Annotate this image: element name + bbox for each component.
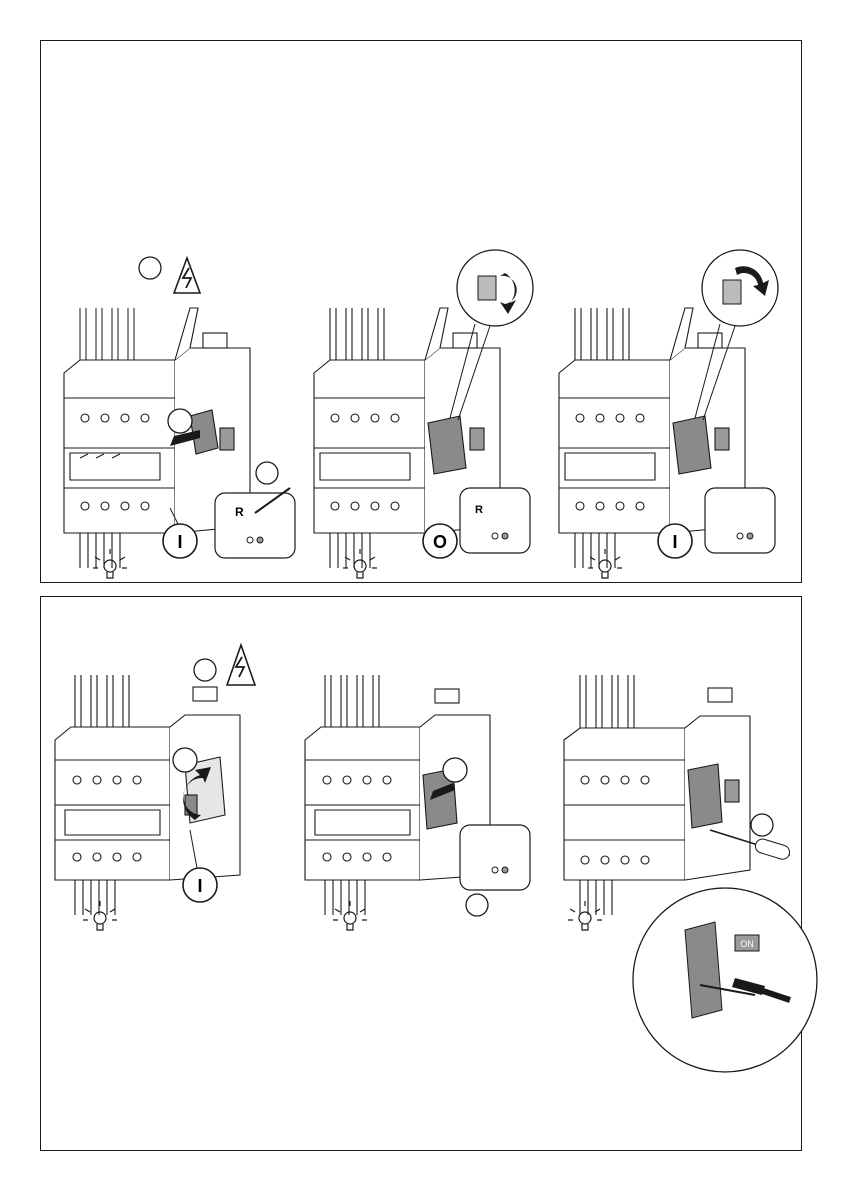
indicator-callout: R (460, 488, 530, 553)
hazard-warning-icon (194, 645, 255, 685)
figure-reset-step-3: ON (550, 650, 800, 1045)
figure-reset-step-2 (295, 625, 545, 945)
breaker-lever (673, 416, 711, 474)
breaker-lever (688, 764, 722, 828)
module-tag: ON (740, 939, 754, 949)
lamp-on-icon (588, 549, 622, 578)
indicator-callout (460, 825, 530, 890)
indicator-callout (705, 488, 775, 553)
figure-test-step-1: R I (50, 248, 300, 583)
step-marker (466, 894, 488, 916)
hazard-warning-icon (139, 257, 200, 293)
test-letter: R (235, 505, 244, 519)
step-marker-text: I (197, 876, 202, 896)
figure-test-step-2: R O (300, 248, 550, 583)
breaker-lever (428, 416, 466, 474)
lamp-on-icon (93, 549, 127, 578)
step-marker-text: I (177, 532, 182, 552)
lamp-on-icon (83, 901, 117, 930)
step-marker-text: I (672, 532, 677, 552)
figure-reset-step-1: I (45, 625, 295, 945)
figure-test-step-3: I (545, 248, 795, 583)
lamp-on-icon (333, 901, 367, 930)
indicator-letter: R (475, 504, 483, 516)
lamp-on-icon (343, 549, 377, 578)
step-marker-text: O (433, 532, 447, 552)
breaker-drawing (564, 675, 750, 915)
lamp-on-icon (568, 901, 602, 930)
